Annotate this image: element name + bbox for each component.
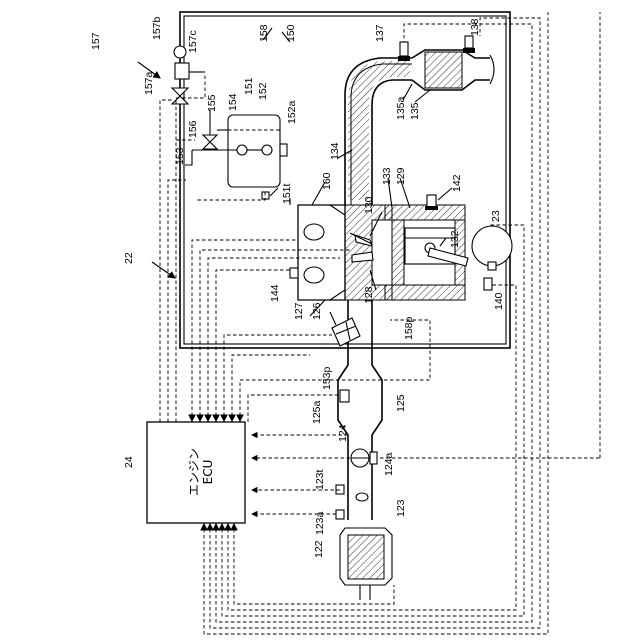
label-152: 152: [257, 82, 269, 100]
canister-152: [228, 115, 287, 187]
label-158: 158: [258, 24, 270, 42]
label-22: 22: [123, 252, 135, 264]
label-123t: 123t: [314, 469, 326, 490]
sensor-140: [484, 278, 492, 290]
label-154: 154: [227, 93, 239, 111]
label-144: 144: [269, 284, 281, 302]
sensor-144: [290, 268, 298, 278]
throttle-valve-126: [332, 318, 360, 346]
label-151t: 151t: [281, 183, 293, 204]
label-137: 137: [374, 24, 386, 42]
label-140: 140: [493, 292, 505, 310]
label-150: 150: [285, 24, 297, 42]
label-153: 153: [174, 147, 186, 165]
label-135: 135: [409, 102, 421, 120]
sensor-151t: [262, 192, 269, 199]
label-124a: 124a: [383, 452, 395, 476]
sensor-137: [398, 42, 410, 61]
label-158p: 158p: [403, 316, 415, 340]
ecu-label-line1: エンジン: [187, 448, 201, 496]
label-151: 151: [243, 77, 255, 95]
label-157a: 157a: [143, 71, 155, 95]
sensor-123: [336, 485, 368, 519]
label-157b: 157b: [151, 16, 163, 40]
label-23: 23: [490, 210, 502, 222]
label-157c: 157c: [187, 30, 199, 53]
label-125a: 125a: [311, 400, 323, 424]
ecu-output-arrows: [192, 414, 240, 421]
label-156: 156: [187, 120, 199, 138]
label-123a: 123a: [314, 511, 326, 535]
purge-valve-157: [172, 46, 205, 104]
label-134: 134: [329, 142, 341, 160]
label-132: 132: [449, 230, 461, 248]
label-127: 127: [293, 302, 305, 320]
label-157: 157: [90, 32, 102, 50]
label-129: 129: [395, 167, 407, 185]
label-123: 123: [395, 499, 407, 517]
label-124: 124: [337, 424, 349, 442]
label-152a: 152a: [286, 100, 298, 124]
label-142: 142: [451, 174, 463, 192]
air-cleaner-122: [340, 528, 392, 600]
label-153p: 153p: [321, 366, 333, 390]
label-138: 138: [469, 18, 481, 36]
engine-ecu-24: エンジン ECU: [147, 422, 245, 523]
label-135a: 135a: [395, 96, 407, 120]
sensor-138: [463, 36, 475, 53]
sensor-142: [425, 195, 438, 210]
label-122: 122: [313, 540, 325, 558]
label-133: 133: [381, 167, 393, 185]
intake-manifold-160: [298, 205, 345, 300]
label-24: 24: [123, 456, 135, 468]
sensor-125a: [340, 390, 349, 402]
catalytic-converter-135: [412, 50, 494, 90]
ecu-label-line2: ECU: [201, 460, 215, 485]
ecu-input-arrows: [204, 524, 234, 530]
label-128: 128: [363, 286, 375, 304]
pointer-22: [152, 262, 175, 278]
label-130: 130: [363, 196, 375, 214]
label-155: 155: [206, 94, 218, 112]
label-126: 126: [311, 302, 323, 320]
airflow-meter-124: [351, 449, 377, 467]
label-160: 160: [321, 172, 333, 190]
label-125: 125: [395, 394, 407, 412]
